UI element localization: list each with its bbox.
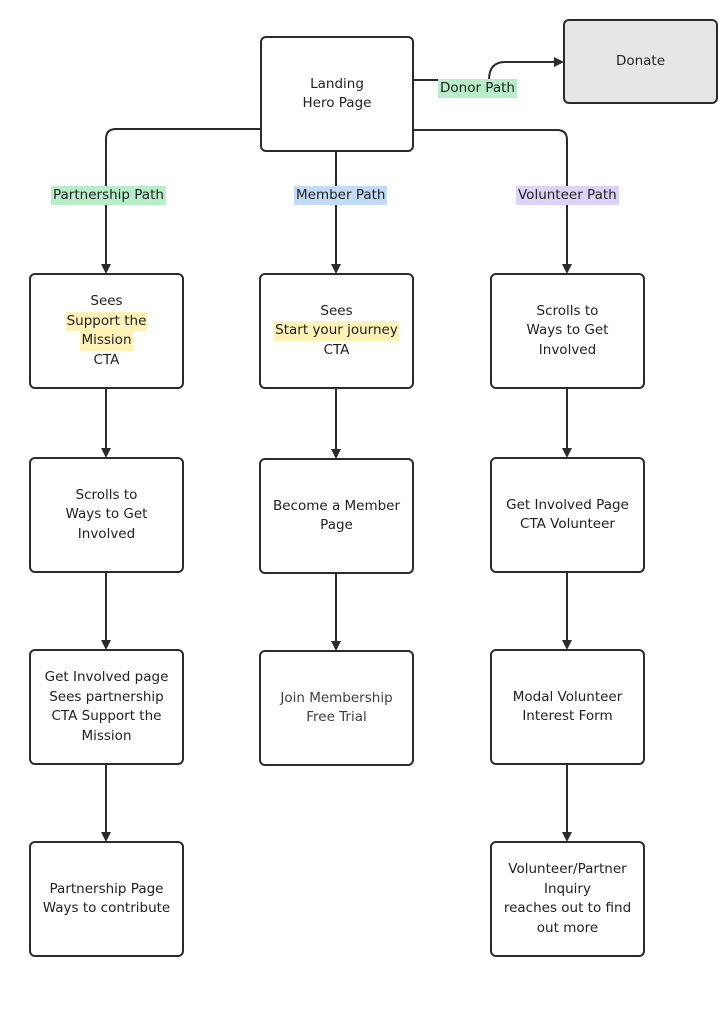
member-step-join-membership[interactable]: Join Membership Free Trial [259, 650, 414, 766]
member-step-1-line-2: Start your journey [274, 321, 399, 341]
partnership-step-4-line-2: Ways to contribute [42, 900, 171, 916]
partnership-step-partnership-page[interactable]: Partnership Page Ways to contribute [29, 841, 184, 957]
partnership-step-1-line-3: Mission [80, 331, 133, 351]
volunteer-step-1-line-1: Scrolls to [536, 302, 599, 319]
partnership-step-3-line-4: Mission [81, 727, 132, 744]
partnership-step-sees-cta[interactable]: Sees Support the Mission CTA [29, 273, 184, 389]
landing-hero-line-1: Landing [310, 75, 364, 92]
volunteer-step-get-involved[interactable]: Get Involved Page CTA Volunteer [490, 457, 645, 573]
volunteer-step-inquiry[interactable]: Volunteer/Partner Inquiry reaches out to… [490, 841, 645, 957]
landing-hero-line-2: Hero Page [302, 95, 372, 111]
volunteer-step-modal-form[interactable]: Modal Volunteer Interest Form [490, 649, 645, 765]
volunteer-step-2-line-1: Get Involved Page [506, 496, 629, 513]
partnership-step-scrolls[interactable]: Scrolls to Ways to Get Involved [29, 457, 184, 573]
partnership-step-1-line-2: Support the [65, 311, 148, 331]
edge-landing-to-donate [414, 57, 564, 81]
partnership-step-3-line-1: Get Involved page [44, 669, 169, 685]
partnership-step-1-line-1: Sees [90, 293, 123, 309]
partnership-step-4-line-1: Partnership Page [49, 880, 164, 897]
member-step-2-line-2: Page [320, 517, 353, 533]
volunteer-step-1-line-2: Ways to Get [526, 322, 609, 339]
partnership-step-1-line-4: CTA [93, 351, 120, 368]
donate-label: Donate [615, 52, 666, 69]
member-step-sees-cta[interactable]: Sees Start your journey CTA [259, 273, 414, 389]
member-path-label: Member Path [294, 186, 388, 205]
volunteer-step-4-line-2: Inquiry [544, 880, 591, 897]
partnership-step-get-involved[interactable]: Get Involved page Sees partnership CTA S… [29, 649, 184, 765]
volunteer-step-4-line-3: reaches out to find [503, 900, 632, 916]
volunteer-step-4-line-1: Volunteer/Partner [508, 861, 627, 877]
volunteer-path-label: Volunteer Path [516, 186, 619, 205]
member-step-1-line-1: Sees [320, 302, 353, 319]
donor-path-label: Donor Path [438, 79, 517, 98]
volunteer-step-2-line-2: CTA Volunteer [520, 516, 615, 532]
volunteer-step-4-line-4: out more [536, 919, 599, 936]
partnership-step-2-line-1: Scrolls to [75, 486, 138, 503]
member-step-3-line-2: Free Trial [306, 709, 367, 725]
volunteer-step-3-line-1: Modal Volunteer [512, 688, 623, 705]
partnership-step-3-line-3: CTA Support the [51, 708, 162, 724]
volunteer-step-3-line-2: Interest Form [522, 708, 613, 724]
member-step-2-line-1: Become a Member [272, 497, 401, 514]
partnership-step-2-line-2: Ways to Get [65, 506, 148, 523]
volunteer-step-1-line-3: Involved [538, 341, 597, 358]
landing-hero-node[interactable]: Landing Hero Page [260, 36, 414, 152]
partnership-path-label: Partnership Path [51, 186, 166, 205]
volunteer-step-scrolls[interactable]: Scrolls to Ways to Get Involved [490, 273, 645, 389]
member-step-become-member[interactable]: Become a Member Page [259, 458, 414, 574]
partnership-step-2-line-3: Involved [77, 525, 136, 542]
partnership-step-3-line-2: Sees partnership [49, 688, 164, 705]
donate-node[interactable]: Donate [563, 19, 718, 104]
member-step-3-line-1: Join Membership [280, 689, 393, 706]
member-step-1-line-3: CTA [323, 341, 350, 358]
